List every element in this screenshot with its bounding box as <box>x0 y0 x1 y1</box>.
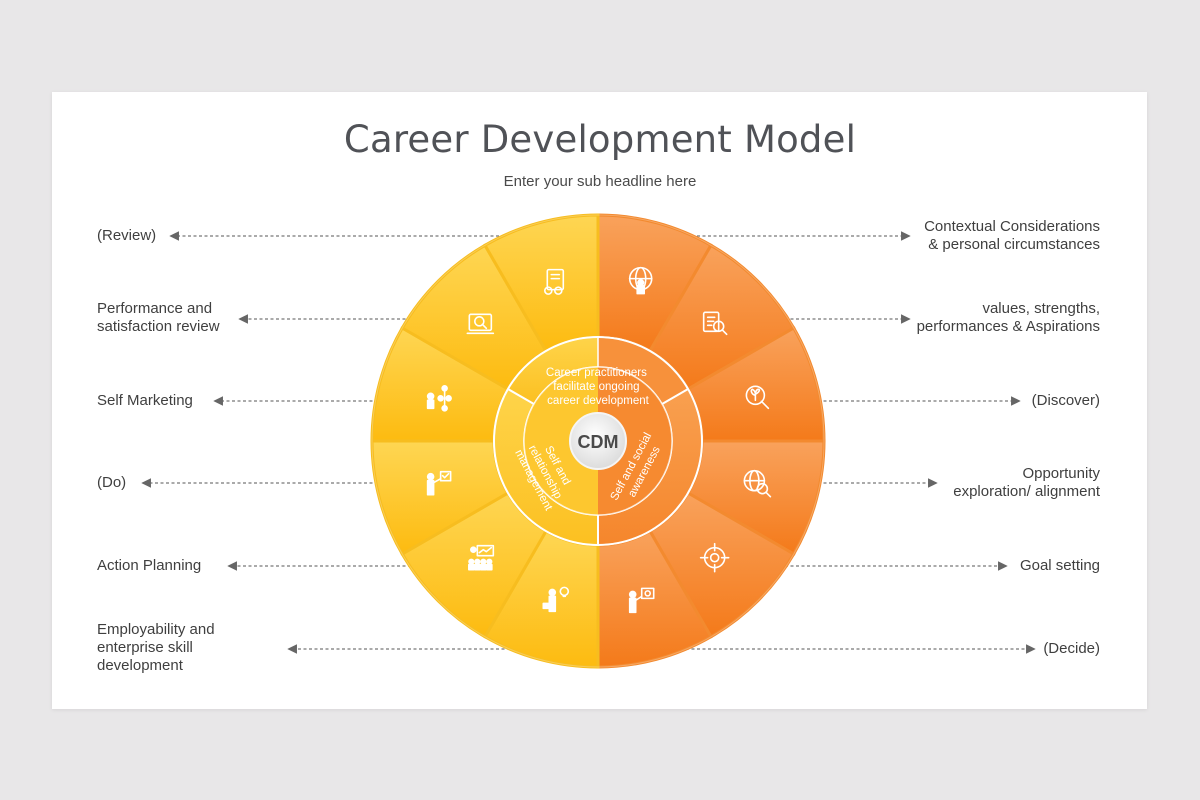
inner-core-left <box>524 367 598 515</box>
audience-presentation-icon <box>468 544 495 571</box>
label-discover: (Discover) <box>1031 392 1100 409</box>
inner-ring-border <box>493 336 703 546</box>
globe-search-icon <box>743 469 772 498</box>
magnifier-plant-icon <box>745 385 770 410</box>
ring-text-top: Career practitioners facilitate ongoing … <box>546 367 650 407</box>
center-label: CDM <box>578 432 619 452</box>
inner-ring <box>493 336 703 546</box>
label-opportunity-exploration: Opportunity exploration/ alignment <box>953 465 1100 500</box>
globe-person-icon <box>628 266 653 295</box>
presenter-checklist-icon <box>426 470 452 496</box>
team-hierarchy-icon <box>426 384 452 412</box>
label-decide: (Decide) <box>1043 640 1100 657</box>
label-do: (Do) <box>97 474 127 491</box>
outer-rim <box>371 214 825 668</box>
label-values-strengths: values, strengths, performances & Aspira… <box>916 300 1100 335</box>
inner-divider-1 <box>661 388 689 405</box>
document-glasses-icon <box>543 268 565 295</box>
core-border <box>523 366 673 516</box>
label-self-marketing: Self Marketing <box>97 392 193 409</box>
laptop-search-icon <box>466 313 495 335</box>
page-title: Career Development Model <box>343 118 857 161</box>
label-employability: Employability and enterprise skill devel… <box>97 621 215 674</box>
document-magnifier-icon <box>702 311 728 336</box>
presenter-gear-icon <box>628 587 655 614</box>
businessman-idea-icon <box>542 586 570 613</box>
center-circle <box>569 412 627 470</box>
label-review: (Review) <box>97 227 157 244</box>
inner-core-right <box>598 367 672 515</box>
label-goal-setting: Goal setting <box>1019 557 1100 574</box>
inner-divider-0 <box>507 388 535 405</box>
page-subtitle: Enter your sub headline here <box>503 173 697 190</box>
label-contextual-considerations: Contextual Considerations & personal cir… <box>924 218 1100 253</box>
target-icon <box>699 542 730 573</box>
label-performance-review: Performance and satisfaction review <box>97 300 220 335</box>
segment-icons <box>426 266 772 614</box>
label-action-planning: Action Planning <box>97 557 202 574</box>
